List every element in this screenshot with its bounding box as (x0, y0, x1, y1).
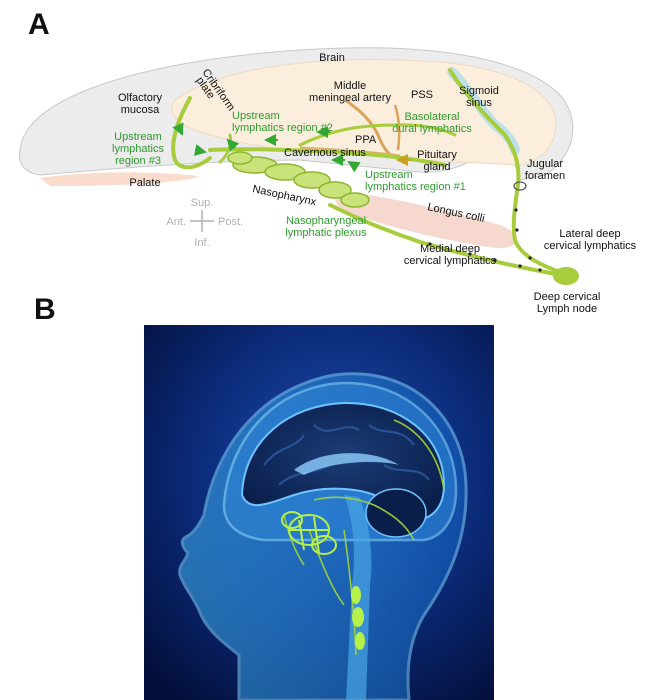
cerebellum (365, 488, 427, 538)
panel-b-letter: B (34, 293, 56, 326)
label-deep-node-1: Deep cervical (534, 291, 601, 303)
label-lateral-deep-2: cervical lymphatics (544, 240, 637, 252)
label-sup: Sup. (191, 197, 214, 209)
label-basolateral-1: Basolateral (404, 111, 459, 123)
label-jugular-2: foramen (525, 170, 565, 182)
jugular-foramen-loop (513, 181, 527, 191)
label-nasopharyngeal-1: Nasopharyngeal (286, 215, 366, 227)
label-upstream1-1: Upstream (365, 169, 413, 181)
panel-a-diagram: Brain Cribriform plate Olfactory mucosa … (19, 47, 637, 315)
label-palate: Palate (129, 177, 160, 189)
middle-meningeal-artery (344, 98, 393, 158)
label-basolateral-2: dural lymphatics (392, 123, 472, 135)
palate-region (40, 172, 200, 186)
label-middle-meningeal-2: meningeal artery (309, 92, 391, 104)
artery-branch (393, 104, 401, 151)
label-pituitary-1: Pituitary (417, 149, 457, 161)
label-olfactory-1: Olfactory (118, 92, 163, 104)
head-lymphatics (283, 419, 445, 656)
label-brain: Brain (319, 52, 345, 64)
label-medial-deep-2: cervical lymphatics (404, 255, 497, 267)
label-jugular-1: Jugular (527, 158, 563, 170)
label-upstream2-1: Upstream (232, 110, 280, 122)
label-middle-meningeal-1: Middle (334, 80, 366, 92)
label-upstream3-2: lymphatics (112, 143, 164, 155)
nasopharyngeal-plexus (227, 151, 370, 208)
cervical-lymph-nodes (351, 586, 365, 650)
label-olfactory-2: mucosa (121, 104, 160, 116)
label-pss: PSS (411, 89, 433, 101)
lymph-valves (428, 208, 542, 272)
label-ant: Ant. (166, 216, 186, 228)
label-post: Post. (218, 216, 243, 228)
panel-b-illustration (144, 325, 494, 700)
label-sigmoid-2: sinus (466, 97, 492, 109)
label-upstream2-2: lymphatics region #2 (232, 122, 333, 134)
orientation-compass (190, 210, 214, 232)
label-lateral-deep-1: Lateral deep (559, 228, 620, 240)
lymphatic-network (171, 68, 562, 277)
label-inf: Inf. (194, 237, 209, 249)
panel-a-letter: A (28, 8, 50, 41)
label-sigmoid-1: Sigmoid (459, 85, 499, 97)
corpus-callosum (294, 453, 399, 475)
label-nasopharyngeal-2: lymphatic plexus (285, 227, 367, 239)
label-upstream3-1: Upstream (114, 131, 162, 143)
label-cavernous: Cavernous sinus (284, 147, 366, 159)
label-deep-node-2: Lymph node (537, 303, 597, 315)
label-ppa: PPA (355, 134, 377, 146)
label-medial-deep-1: Medial deep (420, 243, 480, 255)
deep-cervical-lymph-node (553, 267, 579, 285)
label-upstream1-2: lymphatics region #1 (365, 181, 466, 193)
label-pituitary-2: gland (424, 161, 451, 173)
flow-arrows (172, 122, 361, 173)
nasopharyngeal-plexus-b (281, 511, 337, 555)
label-upstream3-3: region #3 (115, 155, 161, 167)
longus-colli-region (330, 190, 517, 249)
